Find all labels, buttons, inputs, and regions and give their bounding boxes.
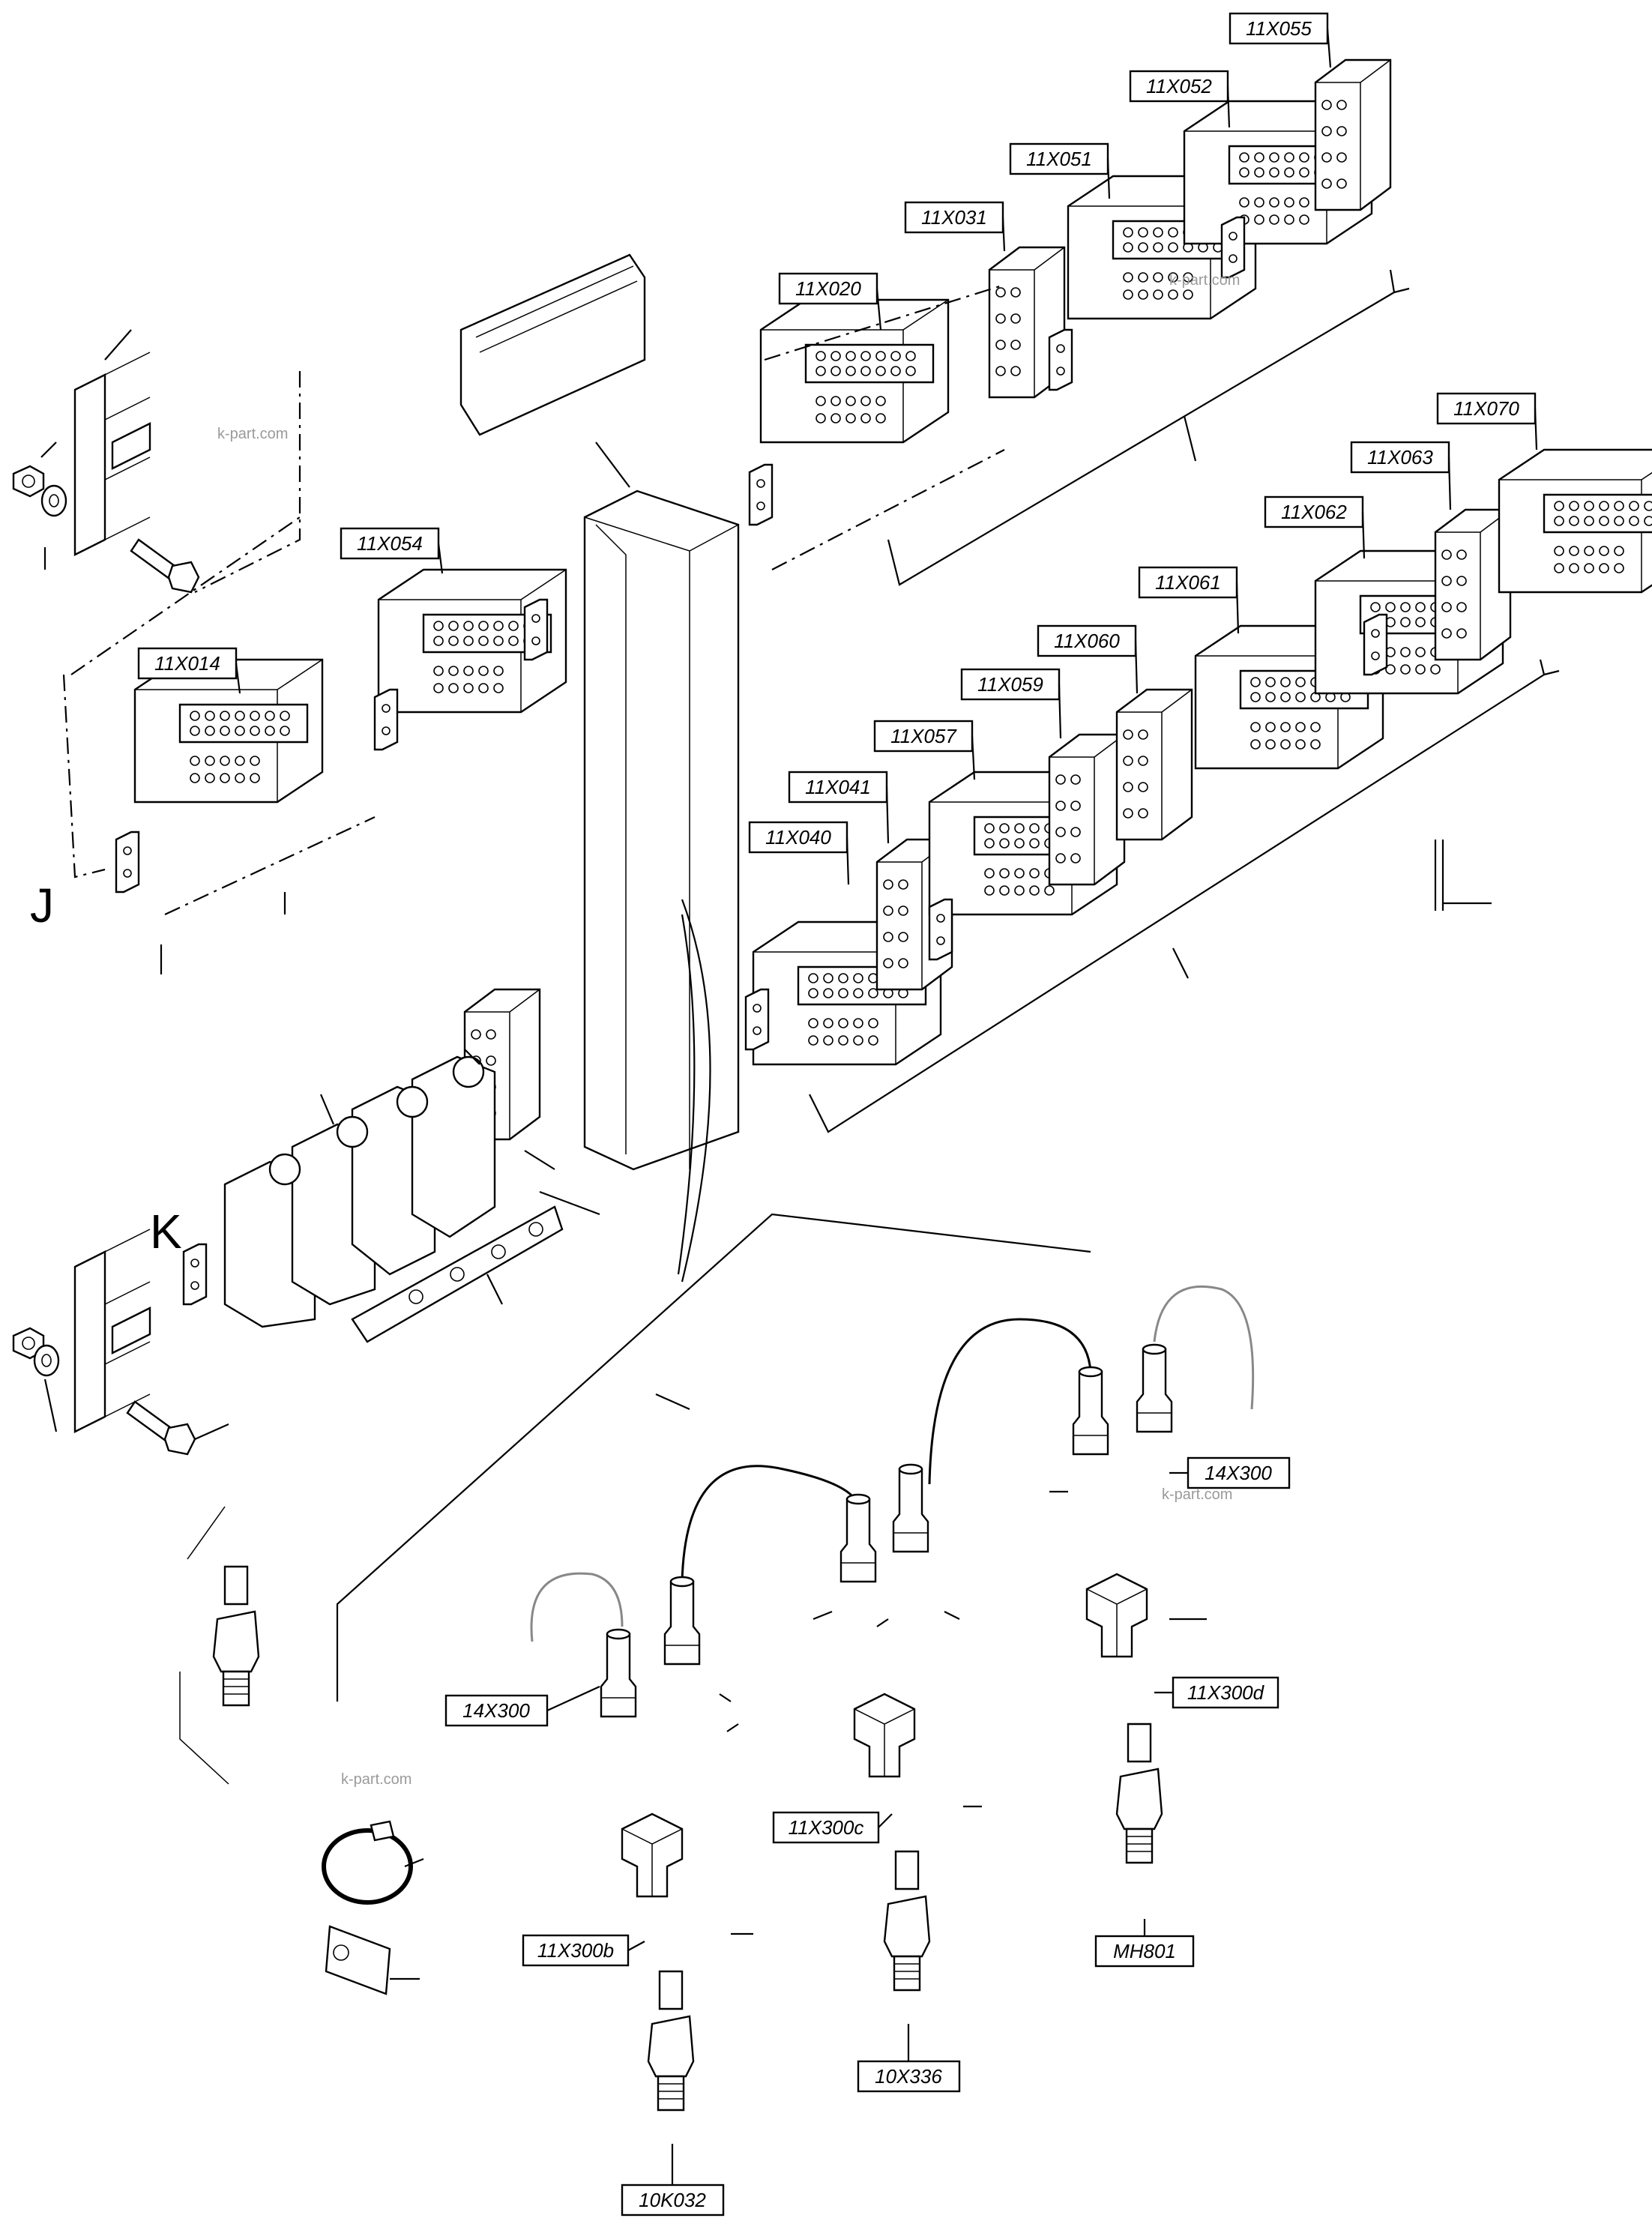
svg-text:11X300c: 11X300c	[789, 1816, 864, 1839]
label-11x061: 11X061	[1138, 566, 1240, 634]
left-terminal-group-j	[62, 516, 567, 974]
svg-text:14X300: 14X300	[462, 1699, 530, 1722]
svg-text:11X031: 11X031	[921, 206, 987, 229]
svg-text:11X059: 11X059	[977, 673, 1043, 696]
label-14x300-left: 14X300	[444, 1685, 600, 1727]
upper-terminal-row	[748, 58, 1410, 586]
svg-text:MH801: MH801	[1113, 1940, 1176, 1962]
svg-text:11X057: 11X057	[890, 725, 957, 747]
leader-line	[336, 1213, 1091, 1702]
label-14x300-right: 14X300	[1169, 1456, 1291, 1489]
watermark: k-part.com	[1162, 1486, 1232, 1503]
cable-connectors	[179, 1285, 1255, 2112]
label-10x336: 10X336	[857, 2024, 961, 2093]
label-11x300b: 11X300b	[522, 1934, 645, 1967]
watermark: k-part.com	[1169, 272, 1240, 289]
svg-text:11X020: 11X020	[795, 277, 861, 300]
label-11x054: 11X054	[340, 527, 444, 574]
svg-text:11X063: 11X063	[1367, 446, 1433, 468]
label-11x057: 11X057	[873, 720, 976, 780]
view-letter-k: K	[150, 1205, 182, 1259]
svg-text:11X300b: 11X300b	[537, 1939, 614, 1962]
label-11x020: 11X020	[778, 272, 882, 331]
svg-text:11X041: 11X041	[805, 776, 871, 798]
svg-text:11X054: 11X054	[357, 532, 423, 555]
label-11x031: 11X031	[904, 201, 1006, 252]
svg-text:10K032: 10K032	[639, 2189, 706, 2211]
label-11x062: 11X062	[1264, 495, 1366, 559]
svg-text:11X040: 11X040	[765, 826, 831, 849]
label-11x051: 11X051	[1009, 142, 1111, 199]
label-11x070: 11X070	[1436, 392, 1538, 450]
label-10k032: 10K032	[621, 2144, 725, 2217]
svg-text:11X061: 11X061	[1155, 571, 1221, 594]
view-letter-j: J	[30, 879, 54, 932]
label-11x300d: 11X300d	[1154, 1676, 1279, 1709]
lower-terminal-row	[744, 448, 1652, 1133]
label-11x060: 11X060	[1037, 624, 1139, 694]
svg-text:11X052: 11X052	[1146, 75, 1212, 97]
svg-text:11X051: 11X051	[1026, 148, 1092, 170]
svg-text:11X070: 11X070	[1453, 397, 1519, 420]
lower-terminal-group-k	[182, 988, 600, 1343]
label-11x052: 11X052	[1129, 70, 1231, 128]
svg-text:11X062: 11X062	[1281, 501, 1347, 523]
label-11x300c: 11X300c	[772, 1811, 893, 1844]
svg-text:11X014: 11X014	[154, 652, 220, 675]
svg-text:14X300: 14X300	[1205, 1462, 1272, 1484]
upper-bracket-assembly	[12, 329, 301, 594]
svg-text:11X300d: 11X300d	[1187, 1681, 1265, 1704]
label-11x059: 11X059	[960, 668, 1062, 739]
cable-tie-and-tag	[322, 1820, 424, 1995]
label-11x041: 11X041	[788, 771, 890, 844]
watermark: k-part.com	[341, 1771, 412, 1788]
view-i-marker	[1434, 840, 1492, 911]
cable-duct	[459, 253, 740, 1283]
svg-text:11X055: 11X055	[1246, 17, 1312, 40]
lower-bracket-assembly	[12, 1229, 229, 1456]
label-11x040: 11X040	[748, 821, 850, 885]
svg-text:11X060: 11X060	[1054, 630, 1120, 652]
label-11x063: 11X063	[1350, 441, 1452, 510]
label-11x055: 11X055	[1229, 12, 1332, 68]
watermark: k-part.com	[217, 426, 288, 442]
label-11x014: 11X014	[137, 647, 241, 694]
leader-line	[655, 1393, 690, 1411]
svg-text:10X336: 10X336	[875, 2065, 942, 2088]
label-mh801: MH801	[1094, 1919, 1195, 1968]
